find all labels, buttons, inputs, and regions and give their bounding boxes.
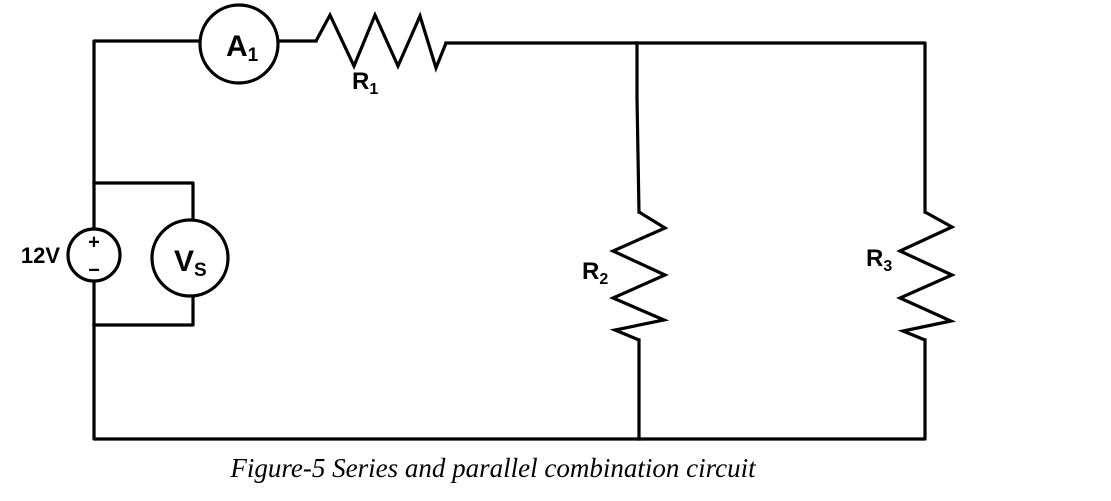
voltmeter: VS [150, 218, 230, 298]
resistor-r1-label: R1 [352, 68, 378, 98]
circuit-wires [92, 39, 927, 441]
resistor-r3-letter: R [866, 245, 883, 272]
wire-bottom [92, 278, 927, 441]
source-plus-sign: + [88, 231, 100, 253]
ammeter-letter: A [226, 30, 248, 63]
resistor-r1-subscript: 1 [369, 81, 378, 98]
resistor-r3-subscript: 3 [883, 258, 892, 275]
voltmeter-circle [150, 218, 230, 298]
source-minus-sign: − [88, 259, 100, 281]
voltage-source: + − [66, 227, 122, 283]
resistor-r2-subscript: 2 [599, 271, 608, 288]
wire-voltmeter-bottom [92, 286, 195, 327]
ammeter: A1 [198, 3, 280, 85]
resistor-r1-letter: R [352, 68, 369, 95]
voltage-source-circle [66, 227, 122, 283]
resistor-r2-label: R2 [582, 258, 608, 288]
voltmeter-subscript: S [194, 260, 207, 281]
wire-top-left [92, 39, 201, 232]
resistor-r3 [896, 210, 957, 342]
resistor-r2 [609, 210, 670, 342]
resistor-r2-letter: R [582, 258, 599, 285]
voltmeter-label: VS [174, 245, 207, 281]
voltmeter-letter: V [174, 245, 194, 278]
wire-r2-branch-top [635, 41, 641, 214]
ammeter-circle [198, 3, 280, 85]
figure-caption: Figure-5 Series and parallel combination… [229, 453, 757, 483]
source-voltage-label: 12V [21, 243, 60, 268]
wire-voltmeter-top [92, 181, 195, 232]
resistor-r1 [314, 10, 448, 73]
ammeter-subscript: 1 [248, 45, 259, 66]
ammeter-label: A1 [226, 30, 259, 66]
resistor-r3-label: R3 [866, 245, 892, 275]
wire-top-right [444, 41, 927, 214]
